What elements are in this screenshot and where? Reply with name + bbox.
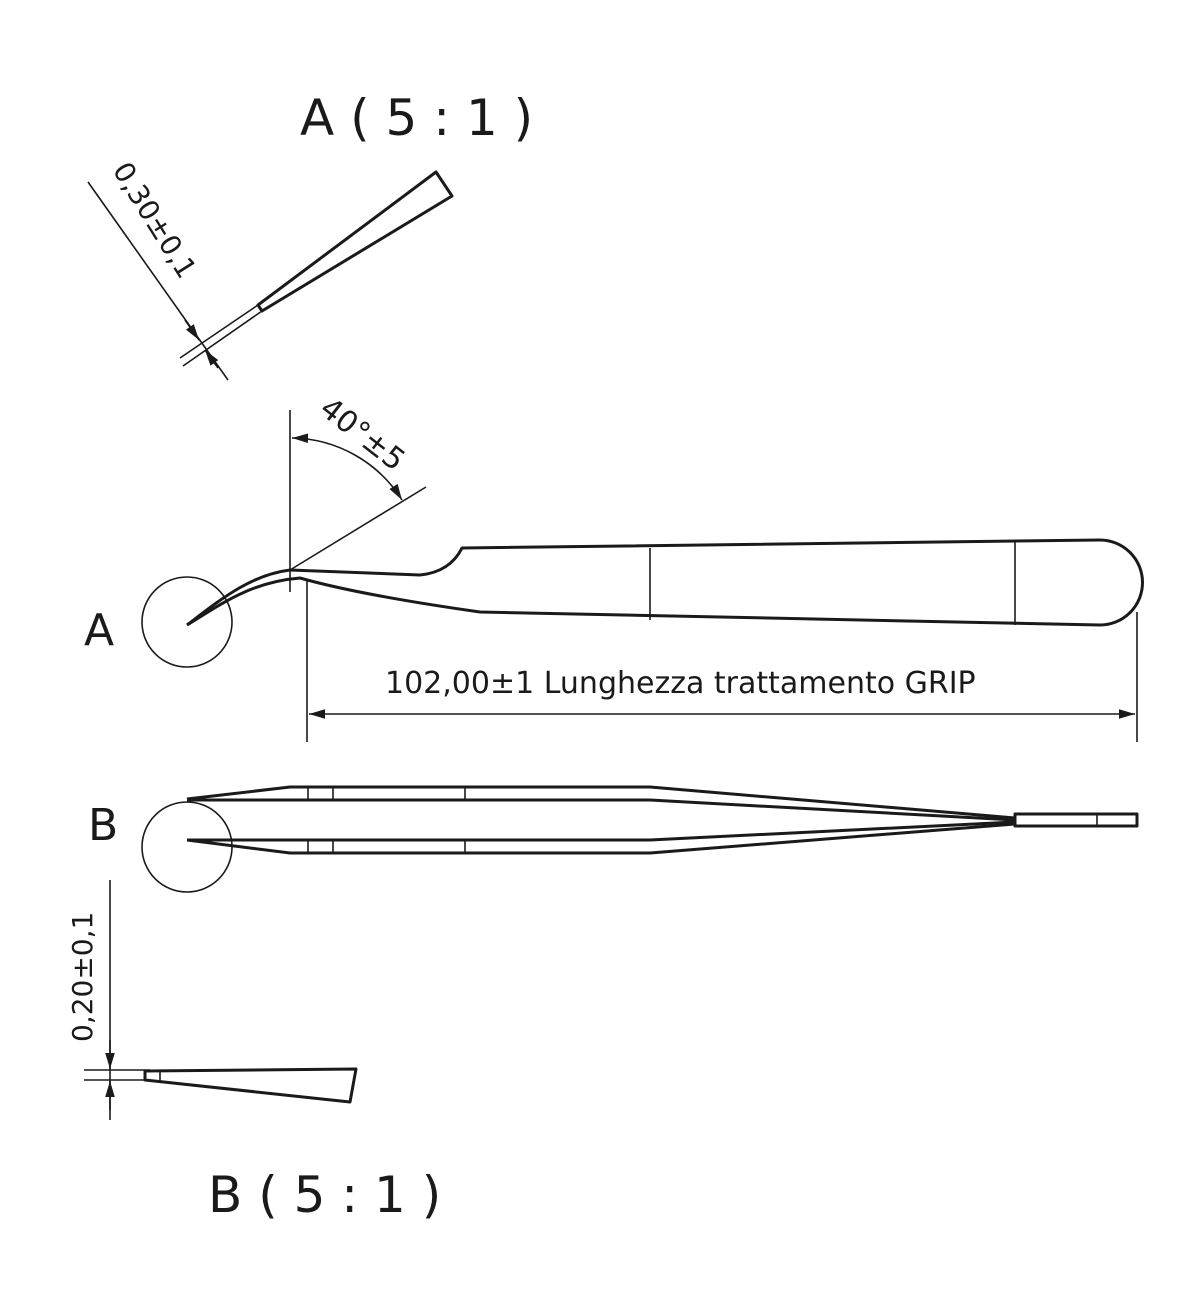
lower-arm-inner [187, 820, 1016, 842]
tweezers-joint-end [1013, 812, 1139, 828]
detail-b-dimension: 0,20±0,1 [66, 912, 99, 1042]
detail-b: 0,20±0,1 B ( 5 : 1 ) [66, 880, 441, 1224]
dimension-arrow [204, 349, 219, 369]
tip-edge-line [182, 310, 263, 367]
top-view: B [88, 785, 1139, 893]
upper-arm-inner [187, 798, 1016, 822]
upper-arm-outer [186, 785, 1016, 820]
detail-a-marker-circle [141, 576, 233, 668]
dimension-arrow [184, 319, 200, 341]
detail-a-dimension: 0,30±0,1 [106, 156, 203, 284]
tweezers-upper-edge [186, 538, 1144, 627]
angle-line [289, 486, 427, 571]
detail-b-title: B ( 5 : 1 ) [208, 1166, 441, 1224]
dimension-line [87, 181, 229, 381]
angle-arc [291, 433, 403, 501]
tweezers-lower-edge [186, 576, 1101, 627]
section-ticks [307, 787, 466, 853]
detail-a-title: A ( 5 : 1 ) [300, 89, 533, 147]
side-view-label: A [84, 605, 114, 656]
detail-b-marker-circle [141, 801, 233, 893]
lower-arm-outer [186, 822, 1016, 855]
detail-b-tip-outline [143, 1067, 358, 1104]
side-view: A 40°±5 102,00±1 Lunghezza trattamento G… [84, 391, 1144, 742]
detail-a: A ( 5 : 1 ) 0,30±0,1 [87, 89, 533, 381]
length-dimension: 102,00±1 Lunghezza trattamento GRIP [385, 666, 976, 701]
top-view-label: B [88, 800, 118, 851]
angle-dimension: 40°±5 [313, 391, 411, 479]
detail-a-tip-outline [256, 170, 454, 313]
tip-edge-line [179, 304, 259, 359]
